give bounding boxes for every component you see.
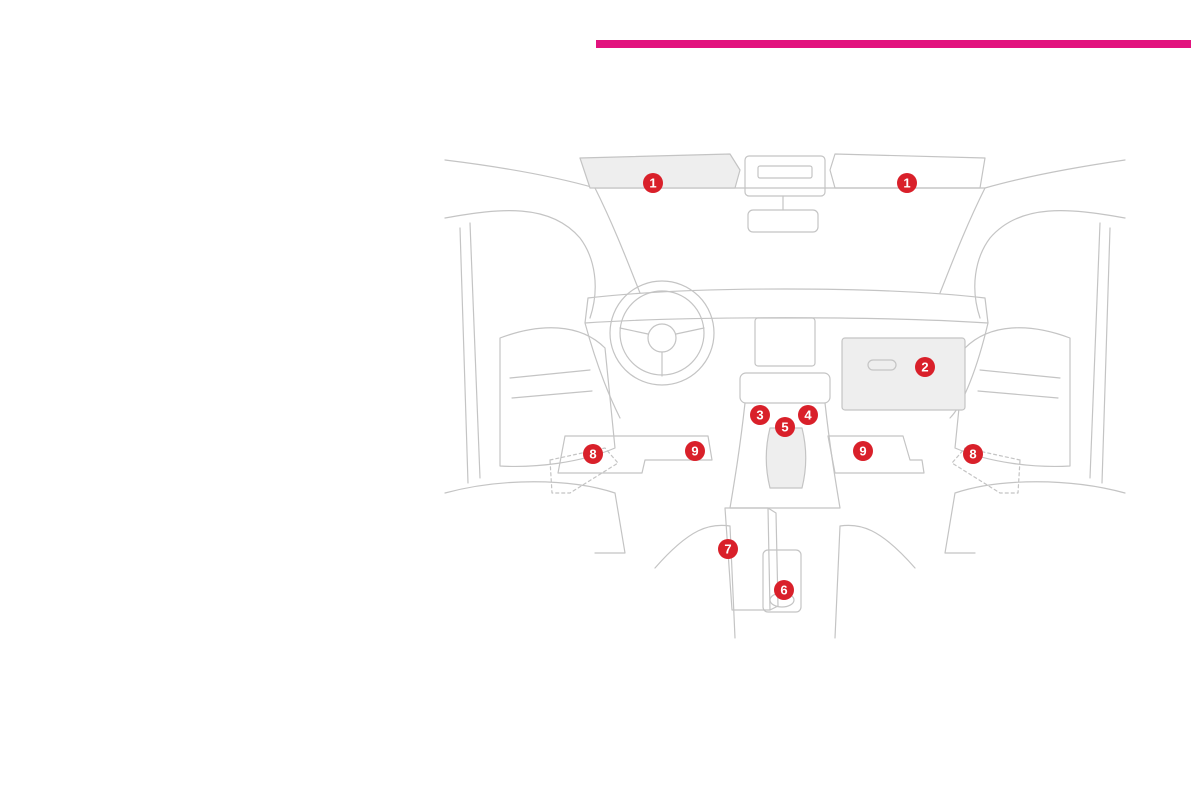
- marker-label: 8: [969, 447, 976, 462]
- car-interior-illustration: 1 1 2 3 4 5 6 7 8 8 9 9: [440, 148, 1130, 648]
- marker-label: 5: [781, 420, 788, 435]
- marker-floor-mat-left: 9: [685, 441, 705, 461]
- car-interior-diagram: 1 1 2 3 4 5 6 7 8 8 9 9: [440, 148, 1130, 648]
- marker-usb-port: 5: [775, 417, 795, 437]
- marker-socket-left: 3: [750, 405, 770, 425]
- marker-label: 1: [649, 176, 656, 191]
- marker-cup-holder: 6: [774, 580, 794, 600]
- marker-label: 3: [756, 408, 763, 423]
- marker-label: 6: [780, 583, 787, 598]
- marker-label: 8: [589, 447, 596, 462]
- marker-sun-visor-right: 1: [897, 173, 917, 193]
- marker-label: 2: [921, 360, 928, 375]
- marker-label: 9: [691, 444, 698, 459]
- marker-sun-visor-left: 1: [643, 173, 663, 193]
- marker-label: 4: [804, 408, 812, 423]
- marker-label: 9: [859, 444, 866, 459]
- marker-door-pocket-right: 8: [963, 444, 983, 464]
- marker-label: 1: [903, 176, 910, 191]
- marker-floor-mat-right: 9: [853, 441, 873, 461]
- marker-glove-box: 2: [915, 357, 935, 377]
- accent-bar: [596, 40, 1191, 48]
- marker-door-pocket-left: 8: [583, 444, 603, 464]
- marker-armrest: 7: [718, 539, 738, 559]
- marker-label: 7: [724, 542, 731, 557]
- marker-socket-right: 4: [798, 405, 818, 425]
